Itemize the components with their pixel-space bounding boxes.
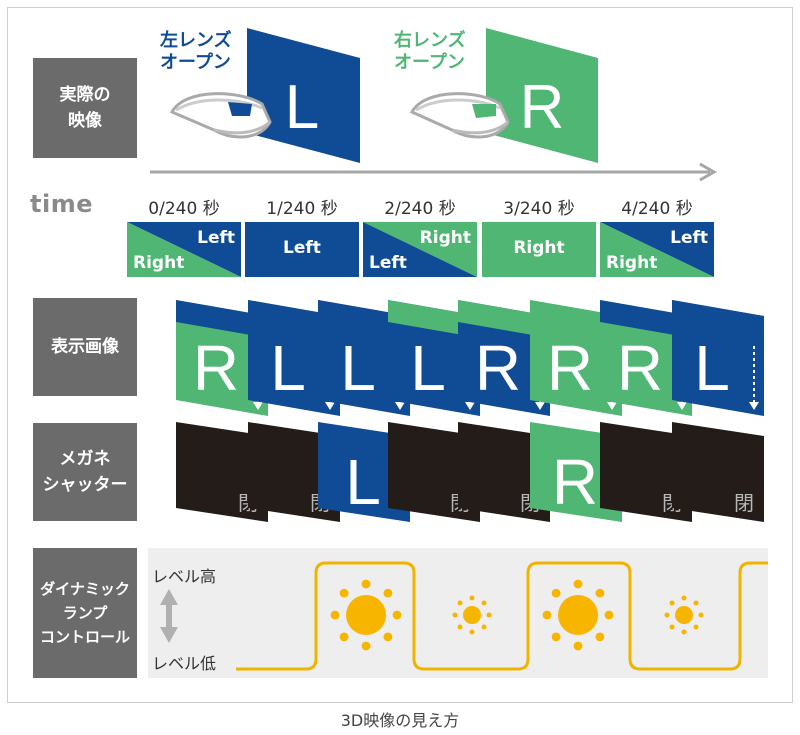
display-letter: L — [410, 332, 446, 404]
level-low-label: レベル低 — [152, 654, 217, 673]
time-tick-1: 1/240 秒 — [266, 199, 338, 219]
shutter-panel-5: R — [530, 422, 622, 522]
frame-label-bottom: Right — [606, 253, 658, 273]
right-eye-letter: R — [520, 73, 565, 142]
left-glasses-icon — [169, 92, 272, 139]
left-eye-panel — [247, 28, 360, 163]
shutter-open-letter: R — [552, 446, 598, 518]
dim-sun-icon — [664, 595, 704, 635]
actual-image-illustration: L R — [150, 28, 718, 182]
row-label-glasses-shutter: メガネ シャッター — [33, 423, 137, 521]
shutter-panel-7: 閉 — [672, 422, 764, 522]
frame-label: Left — [283, 238, 321, 258]
row-label-dynamic-lamp: ダイナミック ランプ コントロール — [33, 548, 137, 678]
frame-label-bottom: Right — [133, 253, 185, 273]
time-tick-3: 3/240 秒 — [503, 199, 575, 219]
display-letter: R — [193, 332, 239, 404]
dim-sun-icon — [452, 595, 492, 635]
frame-label: Right — [513, 238, 565, 258]
level-double-arrow-icon — [160, 589, 178, 643]
shutter-closed-text: 閉 — [734, 491, 754, 515]
display-panel-3: L — [388, 300, 480, 416]
display-panel-6: R — [600, 300, 692, 416]
level-high-label: レベル高 — [152, 567, 217, 586]
left-eye-letter: L — [285, 73, 319, 142]
frame-label-bottom: Left — [369, 253, 407, 273]
frame-label-top: Left — [670, 228, 708, 248]
right-lens-open-label: 右レンズ オープン — [394, 30, 466, 73]
time-tick-4: 4/240 秒 — [621, 199, 693, 219]
display-letter: R — [475, 332, 521, 404]
display-panel-7: L — [672, 300, 764, 416]
bright-sun-icon — [330, 579, 402, 651]
display-letter: L — [270, 332, 306, 404]
right-lens-open-icon — [472, 104, 496, 118]
shutter-open-letter: L — [345, 446, 381, 518]
lamp-level-line — [236, 561, 768, 671]
row-label-actual-image: 実際の 映像 — [33, 58, 137, 158]
left-lens-open-icon — [228, 102, 252, 116]
display-panel-1: L — [248, 300, 340, 416]
left-lens-open-label: 左レンズ オープン — [160, 30, 232, 73]
row-label-display-image: 表示画像 — [33, 298, 137, 396]
bright-sun-icon — [542, 579, 614, 651]
display-panel-0: R — [176, 300, 268, 416]
display-panel-2: L — [318, 300, 410, 416]
glasses-shutter-row: 閉閉L閉閉R閉閉 — [176, 422, 764, 522]
lamp-level-chart — [160, 561, 768, 671]
display-letter: R — [617, 332, 663, 404]
display-letter: L — [694, 332, 730, 404]
frame-label-top: Right — [419, 228, 471, 248]
diagram-caption: 3D映像の見え方 — [340, 711, 460, 730]
right-eye-panel — [486, 28, 598, 163]
display-letter: R — [547, 332, 593, 404]
time-tick-2: 2/240 秒 — [384, 199, 456, 219]
time-label: time — [30, 190, 93, 218]
shutter-panel-2: L — [318, 422, 410, 522]
lamp-control-panel — [148, 548, 768, 678]
display-letter: L — [340, 332, 376, 404]
frame-label-top: Left — [197, 228, 235, 248]
time-tick-0: 0/240 秒 — [148, 199, 220, 219]
frame-1: Left — [245, 222, 359, 277]
frame-3: Right — [482, 222, 596, 277]
